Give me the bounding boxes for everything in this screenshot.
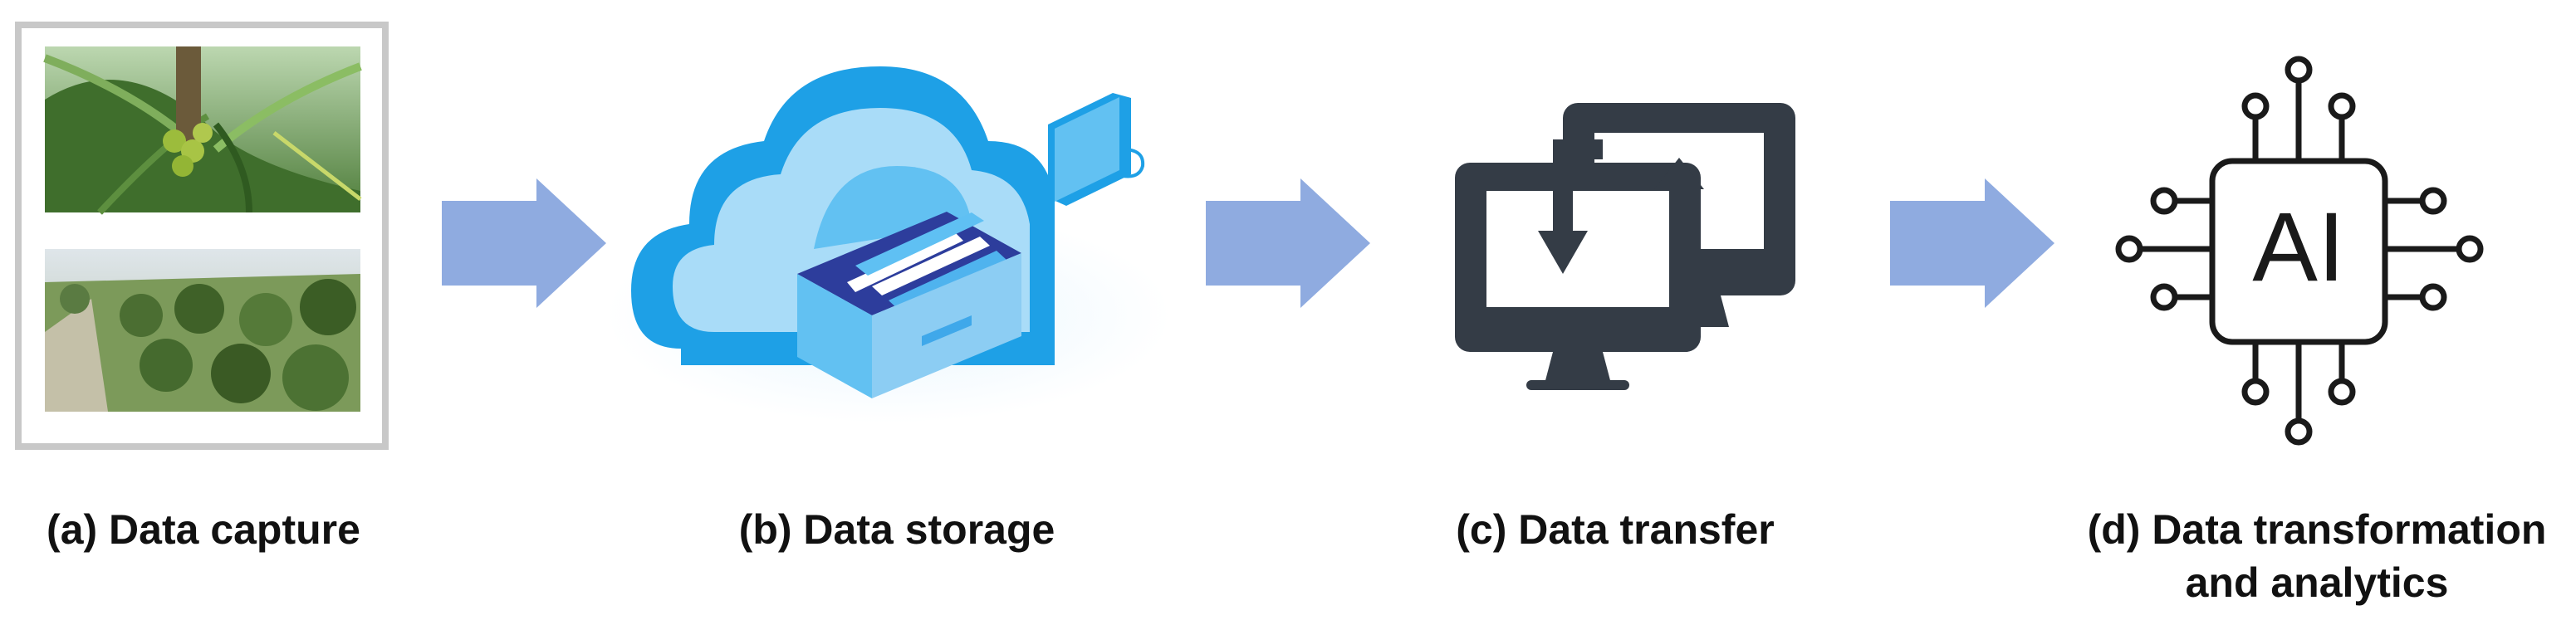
caption-line-1: (d) Data transformation — [2087, 506, 2547, 553]
caption-data-transfer: (c) Data transfer — [1456, 506, 1775, 553]
arrow-right-icon — [442, 178, 606, 308]
coconut-tree-photo — [43, 46, 362, 215]
folder-icon — [1048, 93, 1145, 206]
arrow-right-icon — [1206, 178, 1370, 308]
ai-chip-icon — [2115, 56, 2484, 446]
caption-line-2: and analytics — [2185, 559, 2449, 606]
caption-data-storage: (b) Data storage — [738, 506, 1055, 553]
monitors-transfer-icon — [1455, 103, 1795, 390]
ai-chip-label: AI — [2252, 193, 2345, 302]
plantation-photo — [45, 249, 360, 412]
caption-data-capture: (a) Data capture — [47, 506, 360, 553]
caption-data-transformation: (d) Data transformation and analytics — [2068, 503, 2566, 609]
photo-frame-icon — [15, 22, 389, 450]
arrow-right-icon — [1890, 178, 2054, 308]
cloud-storage-icon — [606, 66, 1171, 423]
